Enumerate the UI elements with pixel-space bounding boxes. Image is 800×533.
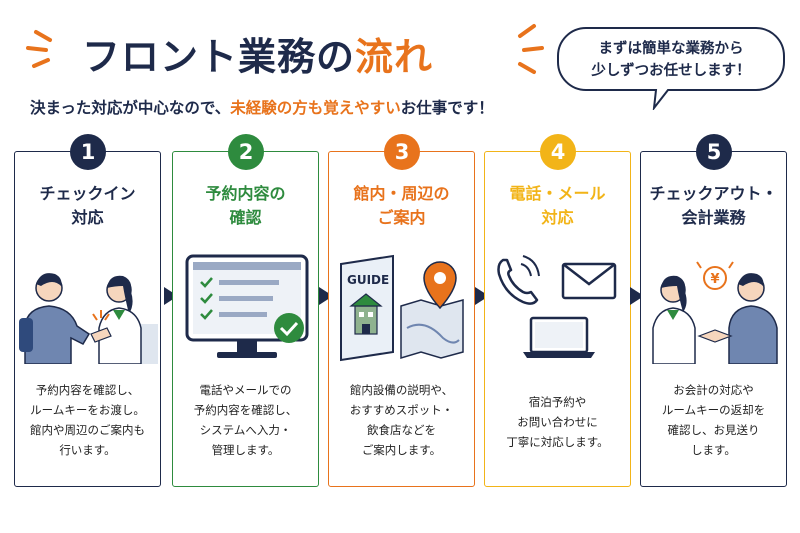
- desc-line: 館内設備の説明や、: [349, 383, 454, 397]
- arrow-right-icon: [630, 287, 644, 305]
- step-title-line-1: 電話・メール: [509, 184, 606, 203]
- desc-line: お問い合わせに: [517, 415, 598, 429]
- step-description: 予約内容を確認し、 ルームキーをお渡し。 館内や周辺のご案内も 行います。: [15, 380, 160, 460]
- step-title-line-2: ご案内: [377, 208, 426, 227]
- guidebook-map-illustration: GUIDE: [340, 254, 464, 362]
- step-title-line-2: 会計業務: [681, 208, 746, 227]
- step-card-3: 館内・周辺の ご案内 GUIDE 館内設備の説明や、 おすすめスポット・ 飲食店…: [328, 151, 475, 487]
- step-badge-3: 3: [384, 134, 420, 170]
- desc-line: 飲食店などを: [367, 423, 436, 437]
- desc-line: 丁寧に対応します。: [506, 435, 609, 449]
- desc-line: 予約内容を確認し、: [35, 383, 140, 397]
- desc-line: 予約内容を確認し、: [193, 403, 298, 417]
- desc-line: 館内や周辺のご案内も: [30, 423, 145, 437]
- step-title: 予約内容の 確認: [173, 182, 318, 230]
- desc-line: 行います。: [59, 443, 116, 457]
- spark-right-icon: [518, 24, 544, 74]
- step-badge-4: 4: [540, 134, 576, 170]
- desc-line: ご案内します。: [361, 443, 442, 457]
- step-description: 電話やメールでの 予約内容を確認し、 システムへ入力・ 管理します。: [173, 380, 318, 460]
- speech-bubble-text: まずは簡単な業務から 少しずつお任せします！: [556, 38, 786, 82]
- subtitle-after: お仕事です！: [400, 99, 494, 117]
- step-description: 宿泊予約や お問い合わせに 丁寧に対応します。: [485, 392, 630, 452]
- desc-line: お会計の対応や: [673, 383, 754, 397]
- step-title: 館内・周辺の ご案内: [329, 182, 474, 230]
- subtitle: 決まった対応が中心なので、未経験の方も覚えやすいお仕事です！: [30, 96, 494, 118]
- step-card-5: チェックアウト・ 会計業務 ¥ お会計の対応や ルームキーの返却を 確認し、お見…: [640, 151, 787, 487]
- step-title-line-1: 館内・周辺の: [353, 184, 450, 203]
- step-card-2: 予約内容の 確認 電話やメールでの 予約内容を確認し、 システムへ入力・ 管理し…: [172, 151, 319, 487]
- page-title-accent: 流れ: [355, 35, 434, 79]
- step-title: 電話・メール 対応: [485, 182, 630, 230]
- desc-line: します。: [691, 443, 736, 457]
- step-title-line-2: 対応: [541, 208, 574, 227]
- subtitle-before: 決まった対応が中心なので、: [30, 99, 231, 117]
- check-in-illustration: [19, 273, 158, 364]
- guide-book-label: GUIDE: [347, 273, 389, 287]
- desc-line: 管理します。: [211, 443, 280, 457]
- speech-bubble: まずは簡単な業務から 少しずつお任せします！: [556, 26, 786, 110]
- subtitle-accent: 未経験の方も覚えやすい: [230, 99, 401, 117]
- check-out-illustration: ¥: [652, 261, 778, 364]
- speech-bubble-shape: [557, 27, 785, 110]
- step-badge-5: 5: [696, 134, 732, 170]
- step-title: チェックイン 対応: [15, 182, 160, 230]
- bubble-line-2: 少しずつお任せします！: [591, 63, 751, 79]
- step-title-line-1: チェックアウト・: [649, 184, 778, 203]
- arrow-right-icon: [475, 287, 489, 305]
- desc-line: 宿泊予約や: [528, 395, 587, 409]
- page-title-main: フロント業務の: [82, 35, 356, 79]
- step-description: お会計の対応や ルームキーの返却を 確認し、お見送り します。: [641, 380, 786, 460]
- step-title-line-2: 対応: [71, 208, 104, 227]
- bubble-line-1: まずは簡単な業務から: [598, 41, 744, 57]
- step-title-line-1: 予約内容の: [205, 184, 286, 203]
- desc-line: ルームキーの返却を: [661, 403, 766, 417]
- arrow-right-icon: [319, 287, 333, 305]
- spark-left-icon: [26, 30, 52, 68]
- step-badge-1: 1: [70, 134, 106, 170]
- arrow-right-icon: [164, 287, 178, 305]
- step-title-line-2: 確認: [229, 208, 262, 227]
- phone-mail-laptop-illustration: [497, 255, 617, 358]
- step-card-4: 電話・メール 対応 宿泊予約や お問い合わせに 丁寧に対応します。: [484, 151, 631, 487]
- step-badge-2: 2: [228, 134, 264, 170]
- page-title: フロント業務の流れ: [82, 26, 433, 81]
- desc-line: 確認し、お見送り: [667, 423, 760, 437]
- monitor-checklist-illustration: [185, 254, 309, 358]
- desc-line: システムへ入力・: [199, 423, 292, 437]
- step-card-1: チェックイン 対応 予約内容を確認し、 ルームキーをお渡し。 館内や周辺のご案内…: [14, 151, 161, 487]
- yen-coin-label: ¥: [710, 272, 719, 287]
- desc-line: ルームキーをお渡し。: [30, 403, 145, 417]
- desc-line: おすすめスポット・: [349, 403, 454, 417]
- step-description: 館内設備の説明や、 おすすめスポット・ 飲食店などを ご案内します。: [329, 380, 474, 460]
- step-title-line-1: チェックイン: [39, 184, 136, 203]
- step-title: チェックアウト・ 会計業務: [641, 182, 786, 230]
- title-area: フロント業務の流れ: [20, 14, 544, 79]
- desc-line: 電話やメールでの: [199, 383, 292, 397]
